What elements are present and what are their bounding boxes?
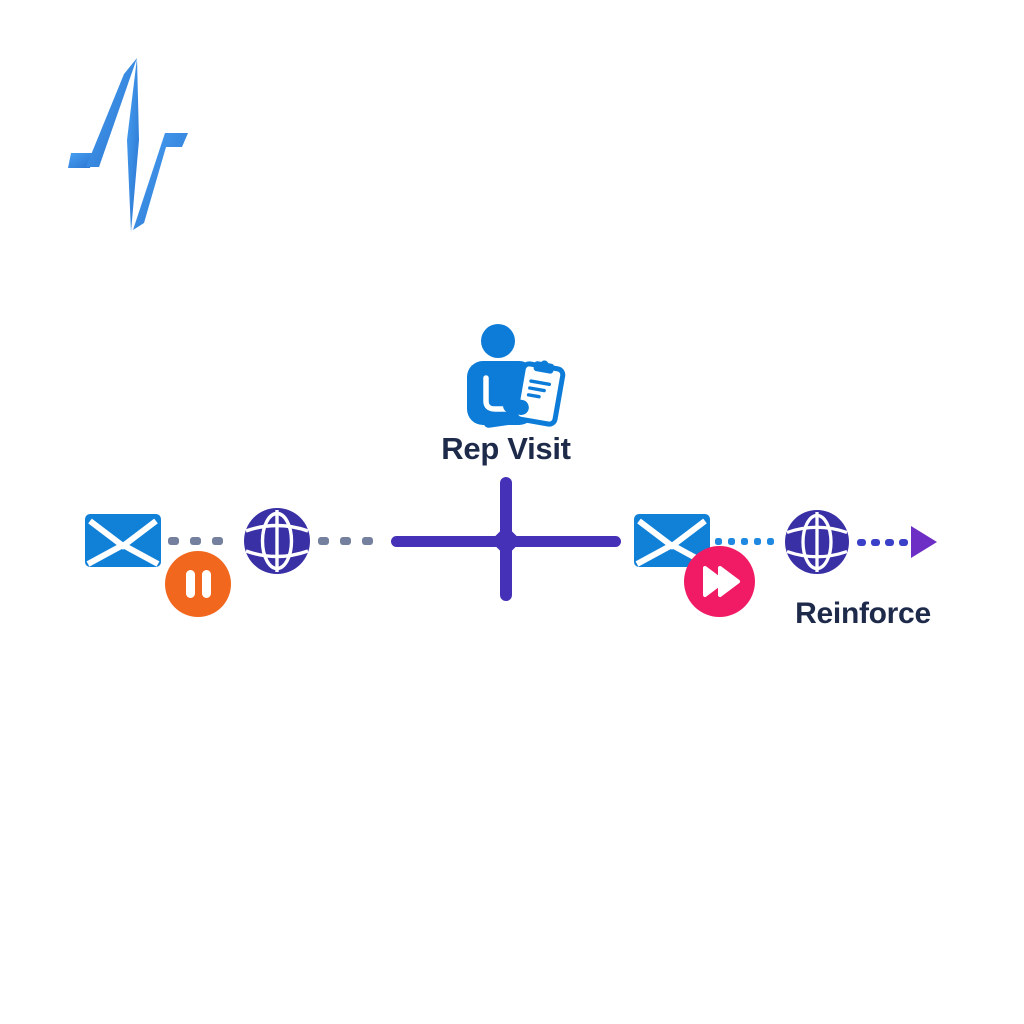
globe-icon: [244, 508, 310, 574]
dash-segment: [168, 537, 179, 545]
email-icon: [634, 514, 710, 567]
dash-segment: [318, 537, 329, 545]
dot-segment: [767, 538, 774, 545]
pulse-logo-icon: [68, 58, 188, 232]
dot-segment: [715, 538, 722, 545]
connector-gray-dashes: [318, 537, 373, 545]
pause-bar: [185, 570, 195, 598]
dash-segment: [871, 539, 880, 546]
dash-segment: [212, 537, 223, 545]
dash-segment: [885, 539, 894, 546]
fast-forward-glyph: [703, 566, 740, 597]
pause-bar: [201, 570, 211, 598]
email-icon: [85, 514, 161, 567]
pause-icon: [165, 551, 231, 617]
fast-forward-icon: [684, 546, 755, 617]
connector-gray-dashes: [168, 537, 223, 545]
dash-segment: [340, 537, 351, 545]
dot-segment: [741, 538, 748, 545]
arrow-right-icon: [911, 526, 937, 558]
dot-segment: [728, 538, 735, 545]
dash-segment: [362, 537, 373, 545]
person-clipboard-icon: [467, 324, 566, 428]
globe-icon: [785, 510, 849, 574]
connector-indigo-dashes: [857, 539, 908, 546]
reinforce-label: Reinforce: [795, 597, 931, 630]
dash-segment: [857, 539, 866, 546]
dot-segment: [754, 538, 761, 545]
dash-segment: [899, 539, 908, 546]
timeline-cross-junction: [490, 525, 522, 557]
rep-visit-label: Rep Visit: [441, 431, 571, 466]
connector-blue-dots: [715, 538, 774, 545]
dash-segment: [190, 537, 201, 545]
